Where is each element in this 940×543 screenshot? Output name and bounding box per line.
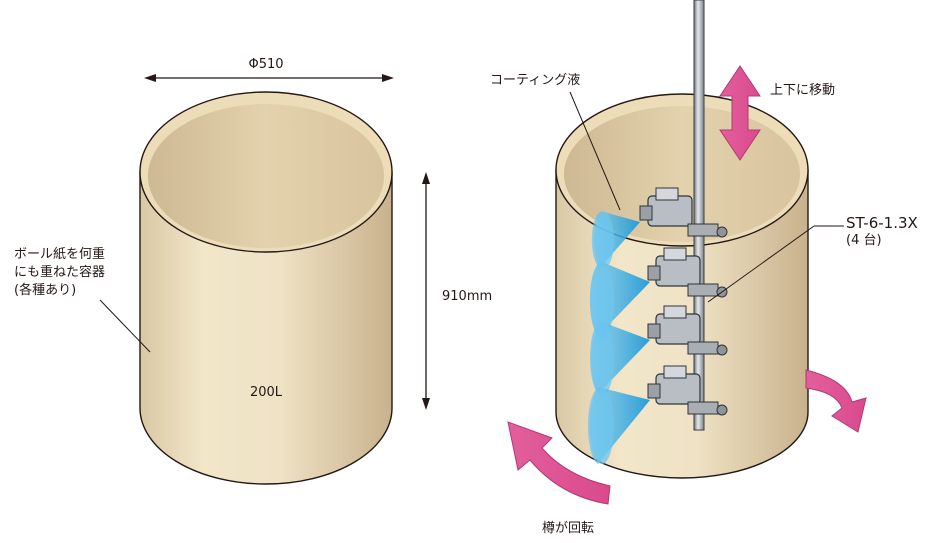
height-label: 910mm xyxy=(442,289,492,304)
rotation-label: 樽が回転 xyxy=(542,520,594,536)
coating-liquid-label: コーティング液 xyxy=(490,73,580,88)
nozzle-leader-b xyxy=(707,225,815,303)
nozzle xyxy=(647,247,728,298)
nozzle xyxy=(639,187,728,238)
svg-text:にも重ねた容器: にも重ねた容器 xyxy=(14,264,105,280)
nozzle xyxy=(647,305,728,356)
rotation-arrow-right xyxy=(805,369,867,433)
vertical-pipe xyxy=(693,0,705,431)
rotation-arrow-left xyxy=(507,421,611,505)
nozzle-count-label: (4 台) xyxy=(846,233,882,248)
coating-liquid-leader xyxy=(569,91,621,211)
spray-cones xyxy=(587,211,650,464)
svg-text:(各種あり): (各種あり) xyxy=(14,282,76,298)
diameter-dimension: Φ510 xyxy=(144,57,394,82)
up-down-arrow xyxy=(719,65,761,161)
left-drum xyxy=(139,91,393,485)
height-dimension: 910mm xyxy=(422,172,492,410)
container-note-leader xyxy=(99,299,151,353)
left-drum-body xyxy=(139,171,393,485)
svg-text:ボール紙を何重: ボール紙を何重 xyxy=(14,246,105,262)
nozzle-assemblies xyxy=(639,187,728,416)
nozzle xyxy=(647,365,728,416)
up-down-label: 上下に移動 xyxy=(770,83,835,98)
diameter-label: Φ510 xyxy=(248,57,283,72)
container-note: ボール紙を何重 にも重ねた容器 (各種あり) xyxy=(14,246,151,353)
volume-label: 200L xyxy=(250,385,283,400)
nozzle-model-label: ST-6-1.3X xyxy=(846,214,918,232)
